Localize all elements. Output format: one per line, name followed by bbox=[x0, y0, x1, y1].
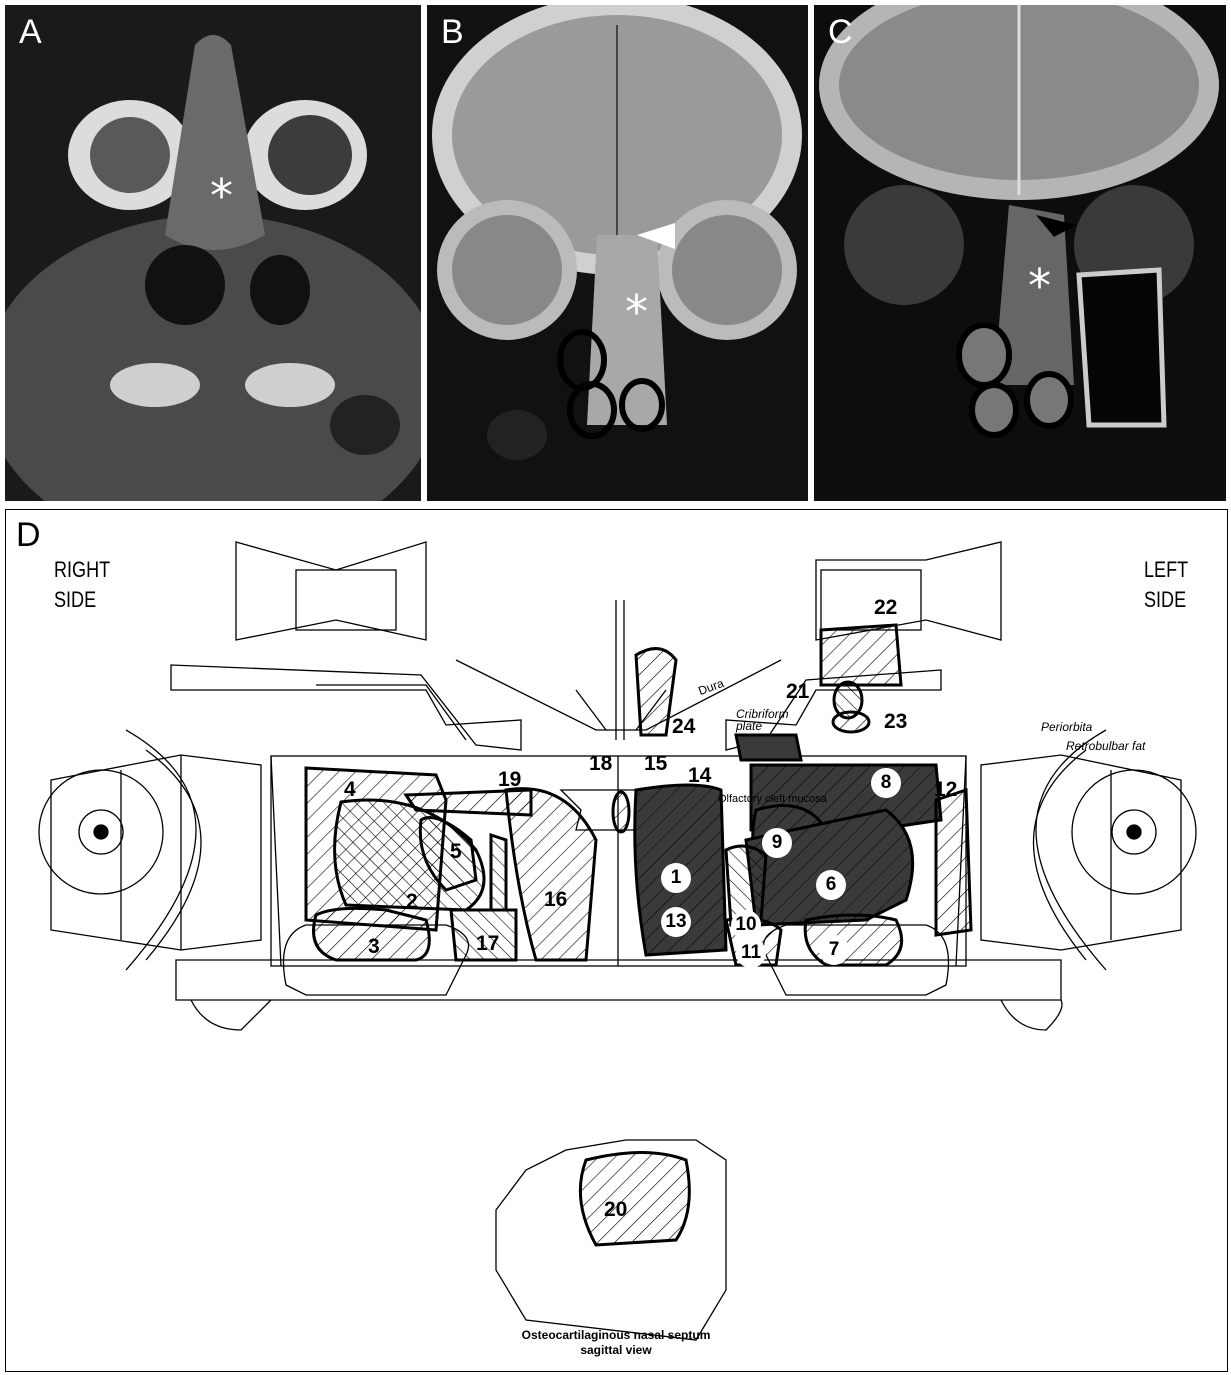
region-label-2: 2 bbox=[406, 890, 418, 914]
cribriform-plate-label-line2: plate bbox=[736, 720, 789, 732]
panel-c-label: C bbox=[828, 13, 853, 52]
region-label-9: 9 bbox=[762, 828, 792, 858]
mri-coronal-t2-image bbox=[814, 5, 1226, 501]
region-label-23: 23 bbox=[884, 710, 907, 734]
lesion-marker: * bbox=[210, 173, 233, 219]
right-side-label: RIGHT SIDE bbox=[54, 555, 110, 615]
left-side-label: LEFT SIDE bbox=[1144, 555, 1188, 615]
region-label-6: 6 bbox=[816, 870, 846, 900]
mapping-diagram-panel: D bbox=[5, 509, 1228, 1372]
periorbita-label: Periorbita bbox=[1041, 721, 1092, 733]
region-label-22: 22 bbox=[874, 596, 897, 620]
lesion-marker: * bbox=[625, 289, 648, 335]
panel-b-label: B bbox=[441, 13, 464, 52]
septum-caption-line2: sagittal view bbox=[516, 1343, 716, 1358]
panel-a-label: A bbox=[19, 13, 42, 52]
region-label-11: 11 bbox=[736, 938, 766, 968]
region-label-21: 21 bbox=[786, 680, 809, 704]
region-label-12: 12 bbox=[934, 778, 957, 802]
mri-coronal-t1-image bbox=[427, 5, 808, 501]
left-side-label-line2: SIDE bbox=[1144, 585, 1188, 615]
region-label-14: 14 bbox=[688, 764, 711, 788]
retrobulbar-fat-label: Retrobulbar fat bbox=[1066, 740, 1145, 752]
right-side-label-line1: RIGHT bbox=[54, 555, 110, 585]
lesion-marker: * bbox=[1028, 263, 1051, 309]
region-label-13: 13 bbox=[661, 907, 691, 937]
left-side-label-line1: LEFT bbox=[1144, 555, 1188, 585]
right-side-label-line2: SIDE bbox=[54, 585, 110, 615]
region-label-1: 1 bbox=[661, 863, 691, 893]
region-label-16: 16 bbox=[544, 888, 567, 912]
mri-panel-c: C * bbox=[814, 5, 1226, 501]
region-label-17: 17 bbox=[476, 932, 499, 956]
region-label-10: 10 bbox=[731, 910, 761, 940]
region-label-4: 4 bbox=[344, 778, 356, 802]
mri-axial-image bbox=[5, 5, 421, 501]
region-label-7: 7 bbox=[819, 935, 849, 965]
mri-panel-a: A * bbox=[5, 5, 421, 501]
region-label-18: 18 bbox=[589, 752, 612, 776]
septum-caption-line1: Osteocartilaginous nasal septum bbox=[516, 1328, 716, 1343]
cribriform-plate-label: Cribriform plate bbox=[736, 708, 789, 732]
region-label-8: 8 bbox=[871, 768, 901, 798]
septum-caption: Osteocartilaginous nasal septum sagittal… bbox=[516, 1328, 716, 1358]
mri-panel-b: B * bbox=[427, 5, 808, 501]
region-label-24: 24 bbox=[672, 715, 695, 739]
region-label-5: 5 bbox=[450, 840, 462, 864]
olfactory-cleft-mucosa-label: Olfactory cleft mucosa bbox=[718, 793, 827, 805]
region-label-20: 20 bbox=[604, 1198, 627, 1222]
region-label-15: 15 bbox=[644, 752, 667, 776]
sinonasal-mapping-diagram bbox=[6, 510, 1227, 1371]
region-label-3: 3 bbox=[368, 935, 380, 959]
region-label-19: 19 bbox=[498, 768, 521, 792]
